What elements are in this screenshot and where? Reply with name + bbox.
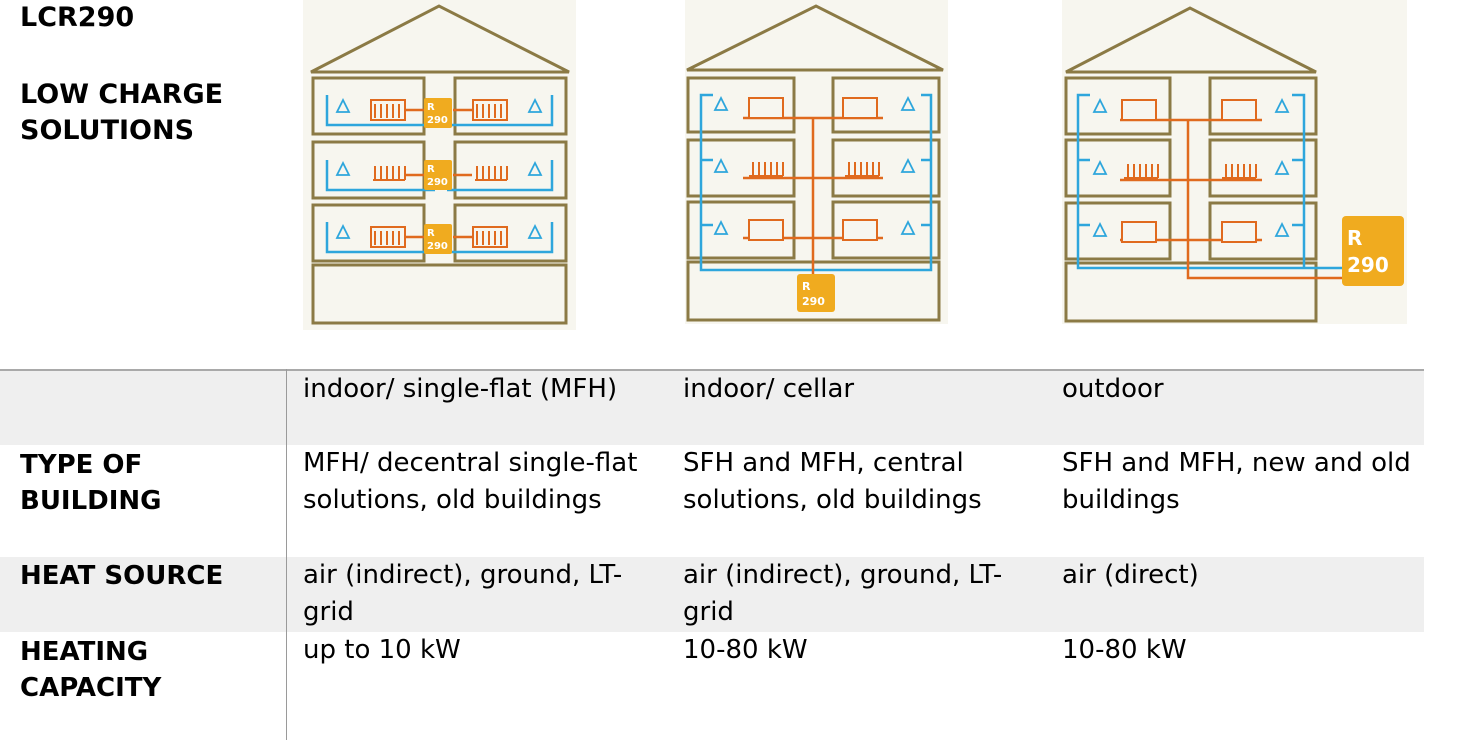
table-cell: SFH and MFH, central solutions, old buil… xyxy=(683,448,982,515)
table-row-type-of-building: TYPE OF BUILDING MFH/ decentral single-f… xyxy=(0,445,1424,557)
unit-label-r: R xyxy=(427,164,435,175)
table-cell: air (indirect), ground, LT-grid xyxy=(303,560,623,627)
table-cell: air (direct) xyxy=(1062,560,1199,590)
table-cell: up to 10 kW xyxy=(303,635,461,665)
table-cell: 10-80 kW xyxy=(683,635,808,665)
column-header-indoor-single-flat: indoor/ single-flat (MFH) xyxy=(303,374,618,404)
column-header-indoor-cellar: indoor/ cellar xyxy=(683,374,855,404)
table-row-heating-capacity: HEATING CAPACITY up to 10 kW 10-80 kW 10… xyxy=(0,632,1424,740)
unit-label-290: 290 xyxy=(427,177,448,188)
table-header-row: indoor/ single-flat (MFH) indoor/ cellar… xyxy=(0,371,1424,445)
unit-label-290: 290 xyxy=(1347,253,1389,277)
table-column-divider xyxy=(286,369,287,740)
row-label: HEATING CAPACITY xyxy=(20,637,162,703)
page-title: LCR290 xyxy=(20,2,135,33)
unit-label-r: R xyxy=(802,280,811,293)
unit-label-290: 290 xyxy=(802,295,825,308)
page-subtitle: LOW CHARGE SOLUTIONS xyxy=(20,79,224,146)
column-header-outdoor: outdoor xyxy=(1062,374,1164,404)
unit-label-290: 290 xyxy=(427,241,448,252)
unit-label-r: R xyxy=(427,102,435,113)
house-diagram-svg: R 290 xyxy=(685,0,948,324)
row-label: HEAT SOURCE xyxy=(20,561,224,591)
unit-label-r: R xyxy=(427,228,435,239)
table-top-border xyxy=(0,369,1424,371)
house-diagram-indoor-cellar: R 290 xyxy=(683,0,948,325)
table-cell: 10-80 kW xyxy=(1062,635,1187,665)
table-row-heat-source: HEAT SOURCE air (indirect), ground, LT-g… xyxy=(0,557,1424,632)
house-diagram-indoor-single-flat: R 290 R 290 R 290 xyxy=(303,0,576,330)
house-diagram-svg: R 290 R 290 R 290 xyxy=(303,0,576,330)
unit-label-290: 290 xyxy=(427,115,448,126)
house-diagram-svg: R 290 xyxy=(1062,0,1407,324)
row-label: TYPE OF BUILDING xyxy=(20,450,162,516)
unit-label-r: R xyxy=(1347,226,1362,250)
table-cell: SFH and MFH, new and old buildings xyxy=(1062,448,1411,515)
house-diagram-outdoor: R 290 xyxy=(1062,0,1407,325)
table-cell: MFH/ decentral single-flat solutions, ol… xyxy=(303,448,638,515)
table-cell: air (indirect), ground, LT-grid xyxy=(683,560,1003,627)
